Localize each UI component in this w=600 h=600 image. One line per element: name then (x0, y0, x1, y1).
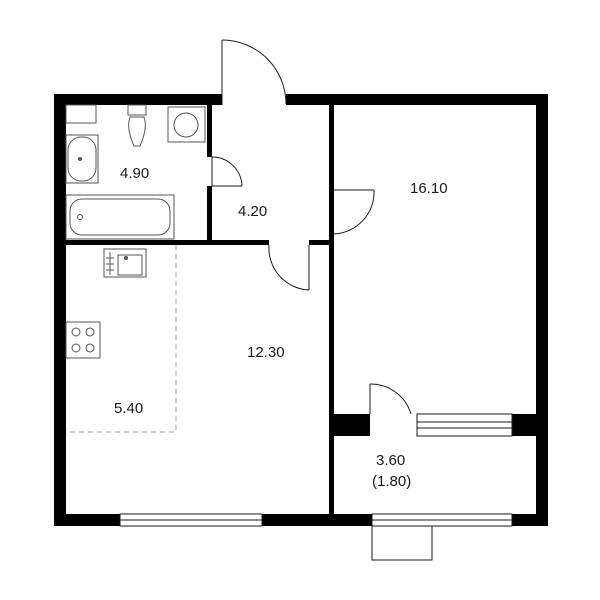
washing-machine-icon (167, 106, 206, 143)
wall-balcony-bottom-left (334, 514, 372, 526)
hallway-area-label: 4.20 (238, 203, 267, 220)
kitchen-sink-icon (103, 248, 147, 278)
kitchen-zone-area-label: 5.40 (114, 400, 143, 417)
window-balcony-door (416, 413, 513, 437)
wall-bath-hall (207, 105, 212, 157)
outdoor-unit (371, 525, 433, 561)
sink-icon (65, 134, 99, 184)
wall-top-right (286, 94, 548, 105)
balcony-area-label: 3.60 (376, 452, 405, 469)
bathroom-door (211, 156, 243, 187)
kitchen-door (268, 244, 310, 291)
kitchen-living-area-label: 12.30 (247, 344, 285, 361)
kitchen-fixtures (65, 245, 177, 433)
wall-bottom-mid (262, 514, 334, 526)
doors (211, 39, 412, 415)
wall-balcony-bottom-right (512, 514, 548, 526)
wall-hall-bottom-right (309, 240, 329, 245)
wall-bath-bottom (66, 240, 212, 245)
entry-door (221, 39, 287, 105)
wall-hall-bottom (212, 240, 269, 245)
balcony-reduced-area-label: (1.80) (372, 473, 411, 490)
wall-balcony-top-left (334, 414, 370, 436)
bedroom-area-label: 16.10 (410, 180, 448, 197)
bedroom-door (333, 189, 375, 235)
wall-bath-hall-lower (207, 186, 212, 244)
wall-right (536, 94, 548, 414)
bathroom-area-label: 4.90 (120, 165, 149, 182)
walls (54, 94, 548, 526)
stove-icon (65, 321, 101, 359)
wall-balcony-top-right (512, 414, 548, 436)
room-labels: 4.90 4.20 16.10 12.30 5.40 3.60 (1.80) (114, 165, 448, 490)
windows (119, 413, 513, 561)
wall-center-vertical (329, 105, 334, 526)
wall-top-left (54, 94, 222, 105)
wall-balcony-right (536, 435, 548, 526)
wall-left (54, 94, 66, 526)
bathroom-fixtures (65, 104, 206, 240)
towel-rail-icon (65, 104, 97, 124)
wall-bottom-left (54, 514, 120, 526)
bathtub-icon (65, 194, 175, 240)
toilet-icon (127, 104, 147, 147)
balcony-door (369, 383, 412, 415)
